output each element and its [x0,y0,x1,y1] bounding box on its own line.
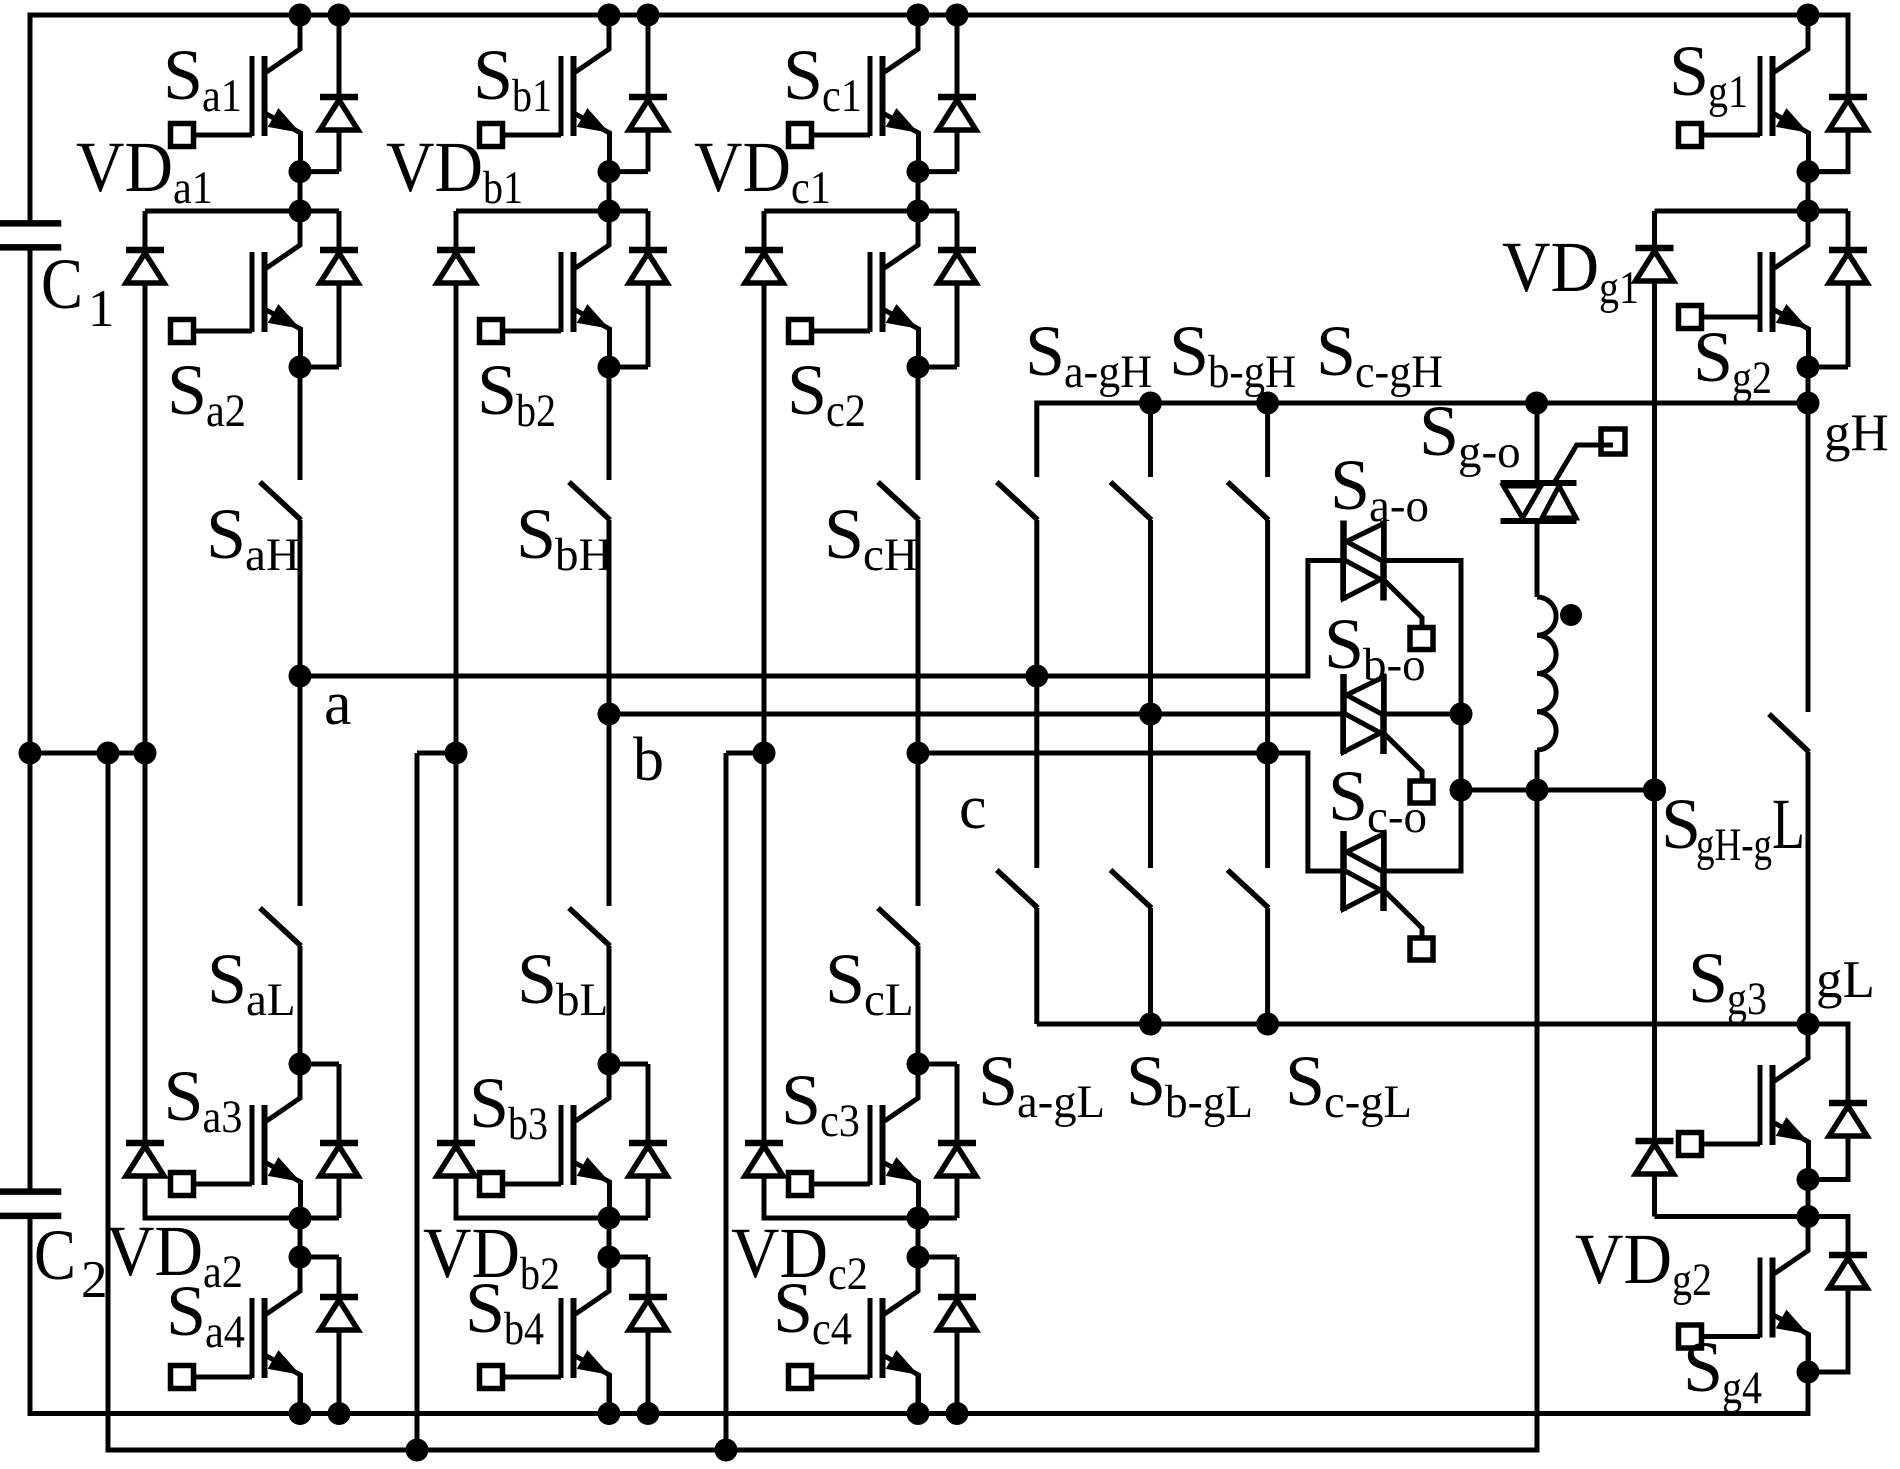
svg-text:S: S [1025,311,1065,391]
svg-text:S: S [1285,1041,1325,1121]
svg-text:a3: a3 [203,1091,243,1143]
svg-text:b-gH: b-gH [1208,346,1296,398]
svg-text:S: S [825,939,865,1019]
svg-text:S: S [1316,311,1356,391]
svg-text:a1: a1 [202,70,242,122]
svg-text:g4: g4 [1722,1362,1762,1414]
svg-text:1: 1 [88,280,115,338]
svg-text:b1: b1 [512,70,552,122]
svg-text:c2: c2 [826,385,866,437]
svg-text:S: S [473,35,513,115]
svg-text:S: S [1419,391,1459,471]
svg-text:cH: cH [863,529,918,581]
svg-text:g2: g2 [1732,352,1772,404]
svg-text:C: C [41,244,83,324]
svg-text:aH: aH [245,529,300,581]
svg-text:c-gH: c-gH [1355,346,1443,398]
svg-text:VD: VD [76,127,173,207]
svg-text:S: S [517,939,557,1019]
svg-text:b-gL: b-gL [1165,1076,1253,1128]
svg-text:a2: a2 [203,1246,243,1298]
svg-text:a2: a2 [206,385,246,437]
svg-text:S: S [164,1056,204,1136]
svg-text:L: L [1772,784,1805,864]
svg-text:S: S [465,1268,505,1348]
svg-text:a-gL: a-gL [1017,1076,1105,1128]
svg-text:a-o: a-o [1369,480,1429,532]
svg-text:S: S [978,1041,1018,1121]
svg-text:S: S [477,350,517,430]
svg-text:S: S [1688,938,1728,1018]
svg-text:gH: gH [1824,404,1889,462]
svg-text:S: S [1328,756,1368,836]
svg-text:S: S [783,35,823,115]
svg-text:c3: c3 [820,1095,860,1147]
svg-text:S: S [469,1063,509,1143]
svg-text:b3: b3 [508,1098,548,1150]
svg-text:VD: VD [731,1213,828,1293]
svg-text:c-o: c-o [1367,791,1427,843]
svg-text:S: S [207,939,247,1019]
svg-text:S: S [1126,1041,1166,1121]
svg-text:S: S [206,494,246,574]
svg-text:S: S [1324,604,1364,684]
svg-text:S: S [163,35,203,115]
svg-text:S: S [1693,317,1733,397]
svg-text:g1: g1 [1708,66,1748,118]
svg-text:g3: g3 [1727,973,1767,1025]
svg-text:b-o: b-o [1363,639,1426,691]
svg-text:S: S [1669,31,1709,111]
svg-text:b2: b2 [516,385,556,437]
svg-text:a1: a1 [173,162,213,214]
svg-text:b2: b2 [520,1248,560,1300]
svg-text:S: S [1169,311,1209,391]
svg-text:VD: VD [1502,227,1599,307]
svg-text:S: S [1661,784,1701,864]
svg-text:g1: g1 [1599,262,1639,314]
svg-text:b: b [633,726,664,794]
svg-text:a4: a4 [205,1306,245,1358]
svg-text:VD: VD [694,127,791,207]
svg-text:a-gH: a-gH [1064,346,1152,398]
svg-text:c: c [959,774,987,842]
svg-text:S: S [1683,1327,1723,1407]
svg-text:S: S [773,1268,813,1348]
svg-text:VD: VD [386,127,483,207]
svg-text:VD: VD [423,1213,520,1293]
svg-text:g-o: g-o [1458,426,1521,478]
svg-text:g2: g2 [1672,1254,1712,1306]
svg-text:c-gL: c-gL [1324,1076,1412,1128]
svg-text:2: 2 [81,1251,108,1309]
svg-text:b4: b4 [504,1303,544,1355]
svg-text:gL: gL [1816,951,1875,1009]
svg-text:aL: aL [246,974,296,1026]
svg-text:a: a [324,670,352,738]
svg-text:cL: cL [864,974,914,1026]
svg-text:bH: bH [555,529,612,581]
svg-text:S: S [167,350,207,430]
svg-text:S: S [824,494,864,574]
svg-text:S: S [1330,445,1370,525]
svg-text:VD: VD [1575,1219,1672,1299]
svg-text:VD: VD [106,1211,203,1291]
svg-text:S: S [516,494,556,574]
svg-text:c1: c1 [791,162,831,214]
svg-text:c4: c4 [812,1303,852,1355]
svg-text:S: S [166,1271,206,1351]
svg-text:b1: b1 [483,162,523,214]
svg-text:c2: c2 [828,1248,868,1300]
svg-text:S: S [787,350,827,430]
svg-text:C: C [34,1215,76,1295]
svg-text:S: S [781,1060,821,1140]
svg-text:bL: bL [556,974,608,1026]
svg-text:c1: c1 [822,70,862,122]
svg-text:gH-g: gH-g [1696,819,1772,871]
